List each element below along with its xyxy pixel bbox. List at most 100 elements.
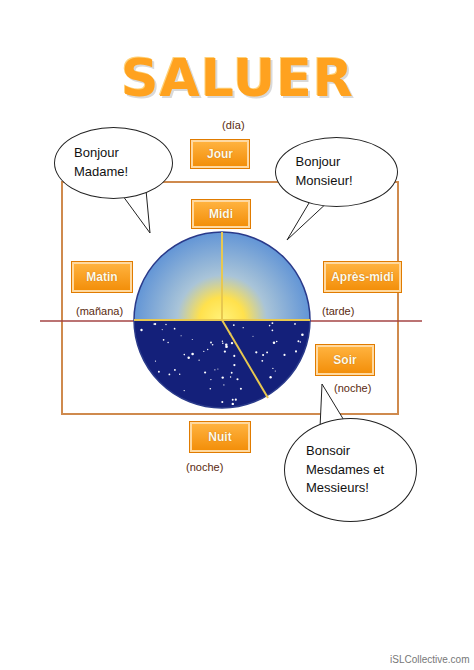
time-label: Midi: [209, 207, 233, 221]
star: [222, 340, 223, 341]
star: [275, 370, 276, 371]
star: [210, 379, 211, 380]
star: [233, 364, 235, 366]
star: [153, 323, 154, 324]
star: [255, 351, 257, 353]
star: [233, 355, 235, 357]
star: [294, 323, 296, 325]
star: [155, 360, 156, 361]
time-label: Soir: [333, 353, 356, 367]
star: [221, 401, 223, 403]
translation-label: (noche): [184, 461, 225, 474]
star: [165, 324, 166, 325]
star: [203, 351, 204, 352]
time-box: Après-midi: [324, 262, 401, 292]
star: [174, 369, 176, 371]
time-box: Jour: [191, 140, 249, 168]
clock-outline: [134, 232, 310, 408]
time-box: Midi: [192, 200, 250, 228]
star: [230, 376, 231, 377]
star: [269, 376, 271, 378]
star: [181, 335, 182, 336]
star: [273, 341, 276, 344]
star: [169, 374, 171, 376]
star: [225, 343, 228, 346]
night-half: [134, 320, 310, 408]
star: [301, 334, 304, 337]
star: [158, 371, 160, 373]
star: [204, 371, 206, 373]
translation-label: (día): [220, 119, 247, 132]
star: [222, 343, 224, 345]
star: [272, 368, 273, 369]
star: [217, 368, 218, 369]
day-half: [134, 232, 310, 320]
time-label: Nuit: [208, 430, 231, 444]
star: [233, 324, 235, 326]
star: [262, 354, 264, 356]
time-label: Jour: [207, 147, 233, 161]
star: [300, 341, 301, 342]
page-title: SALUER: [121, 52, 354, 104]
star: [295, 350, 297, 352]
star: [276, 341, 278, 343]
star: [235, 399, 237, 401]
star: [179, 373, 180, 374]
star: [243, 327, 244, 328]
greeting-text: Bonjour Monsieur!: [296, 153, 378, 191]
star: [191, 353, 194, 356]
star: [210, 342, 212, 344]
star: [223, 384, 224, 385]
star: [236, 378, 238, 380]
star: [207, 349, 208, 350]
noon-hand: [221, 232, 223, 320]
star: [232, 399, 234, 401]
time-label: Après-midi: [331, 270, 394, 284]
star: [154, 323, 156, 325]
speech-bubble: Bonjour Madame!: [54, 127, 173, 199]
star: [231, 372, 233, 374]
star: [184, 354, 186, 356]
star: [209, 388, 211, 390]
star: [269, 325, 271, 327]
star: [167, 342, 168, 343]
star: [187, 356, 189, 358]
star: [198, 360, 199, 361]
star: [232, 403, 234, 405]
star: [174, 328, 176, 330]
evening-hand: [222, 320, 268, 398]
translation-label: (noche): [332, 382, 373, 395]
watermark: iSLCollective.com: [390, 654, 469, 665]
speech-bubble: Bonsoir Mesdames et Messieurs!: [284, 418, 417, 522]
greeting-text: Bonsoir Mesdames et Messieurs!: [306, 442, 395, 499]
star: [240, 388, 242, 390]
translation-label: (mañana): [74, 305, 125, 318]
star: [212, 344, 214, 346]
greeting-text: Bonjour Madame!: [74, 144, 153, 182]
star: [192, 339, 193, 340]
star: [253, 336, 254, 337]
star: [261, 360, 263, 362]
star: [163, 339, 165, 341]
star: [214, 369, 215, 370]
star: [271, 322, 273, 324]
star: [162, 329, 163, 330]
star: [283, 354, 285, 356]
star: [140, 329, 142, 331]
star: [297, 340, 299, 342]
star: [231, 342, 233, 344]
speech-bubble: Bonjour Monsieur!: [275, 137, 398, 207]
time-box: Soir: [316, 345, 374, 375]
star: [224, 350, 226, 352]
horizon-hand: [134, 319, 310, 321]
stars: [140, 322, 303, 405]
star: [272, 329, 274, 331]
time-box: Matin: [72, 262, 132, 292]
translation-label: (tarde): [320, 305, 356, 318]
frame: [62, 182, 398, 414]
star: [266, 351, 268, 353]
star: [184, 390, 185, 391]
time-box: Nuit: [190, 422, 250, 452]
star: [222, 376, 224, 378]
time-label: Matin: [86, 270, 117, 284]
